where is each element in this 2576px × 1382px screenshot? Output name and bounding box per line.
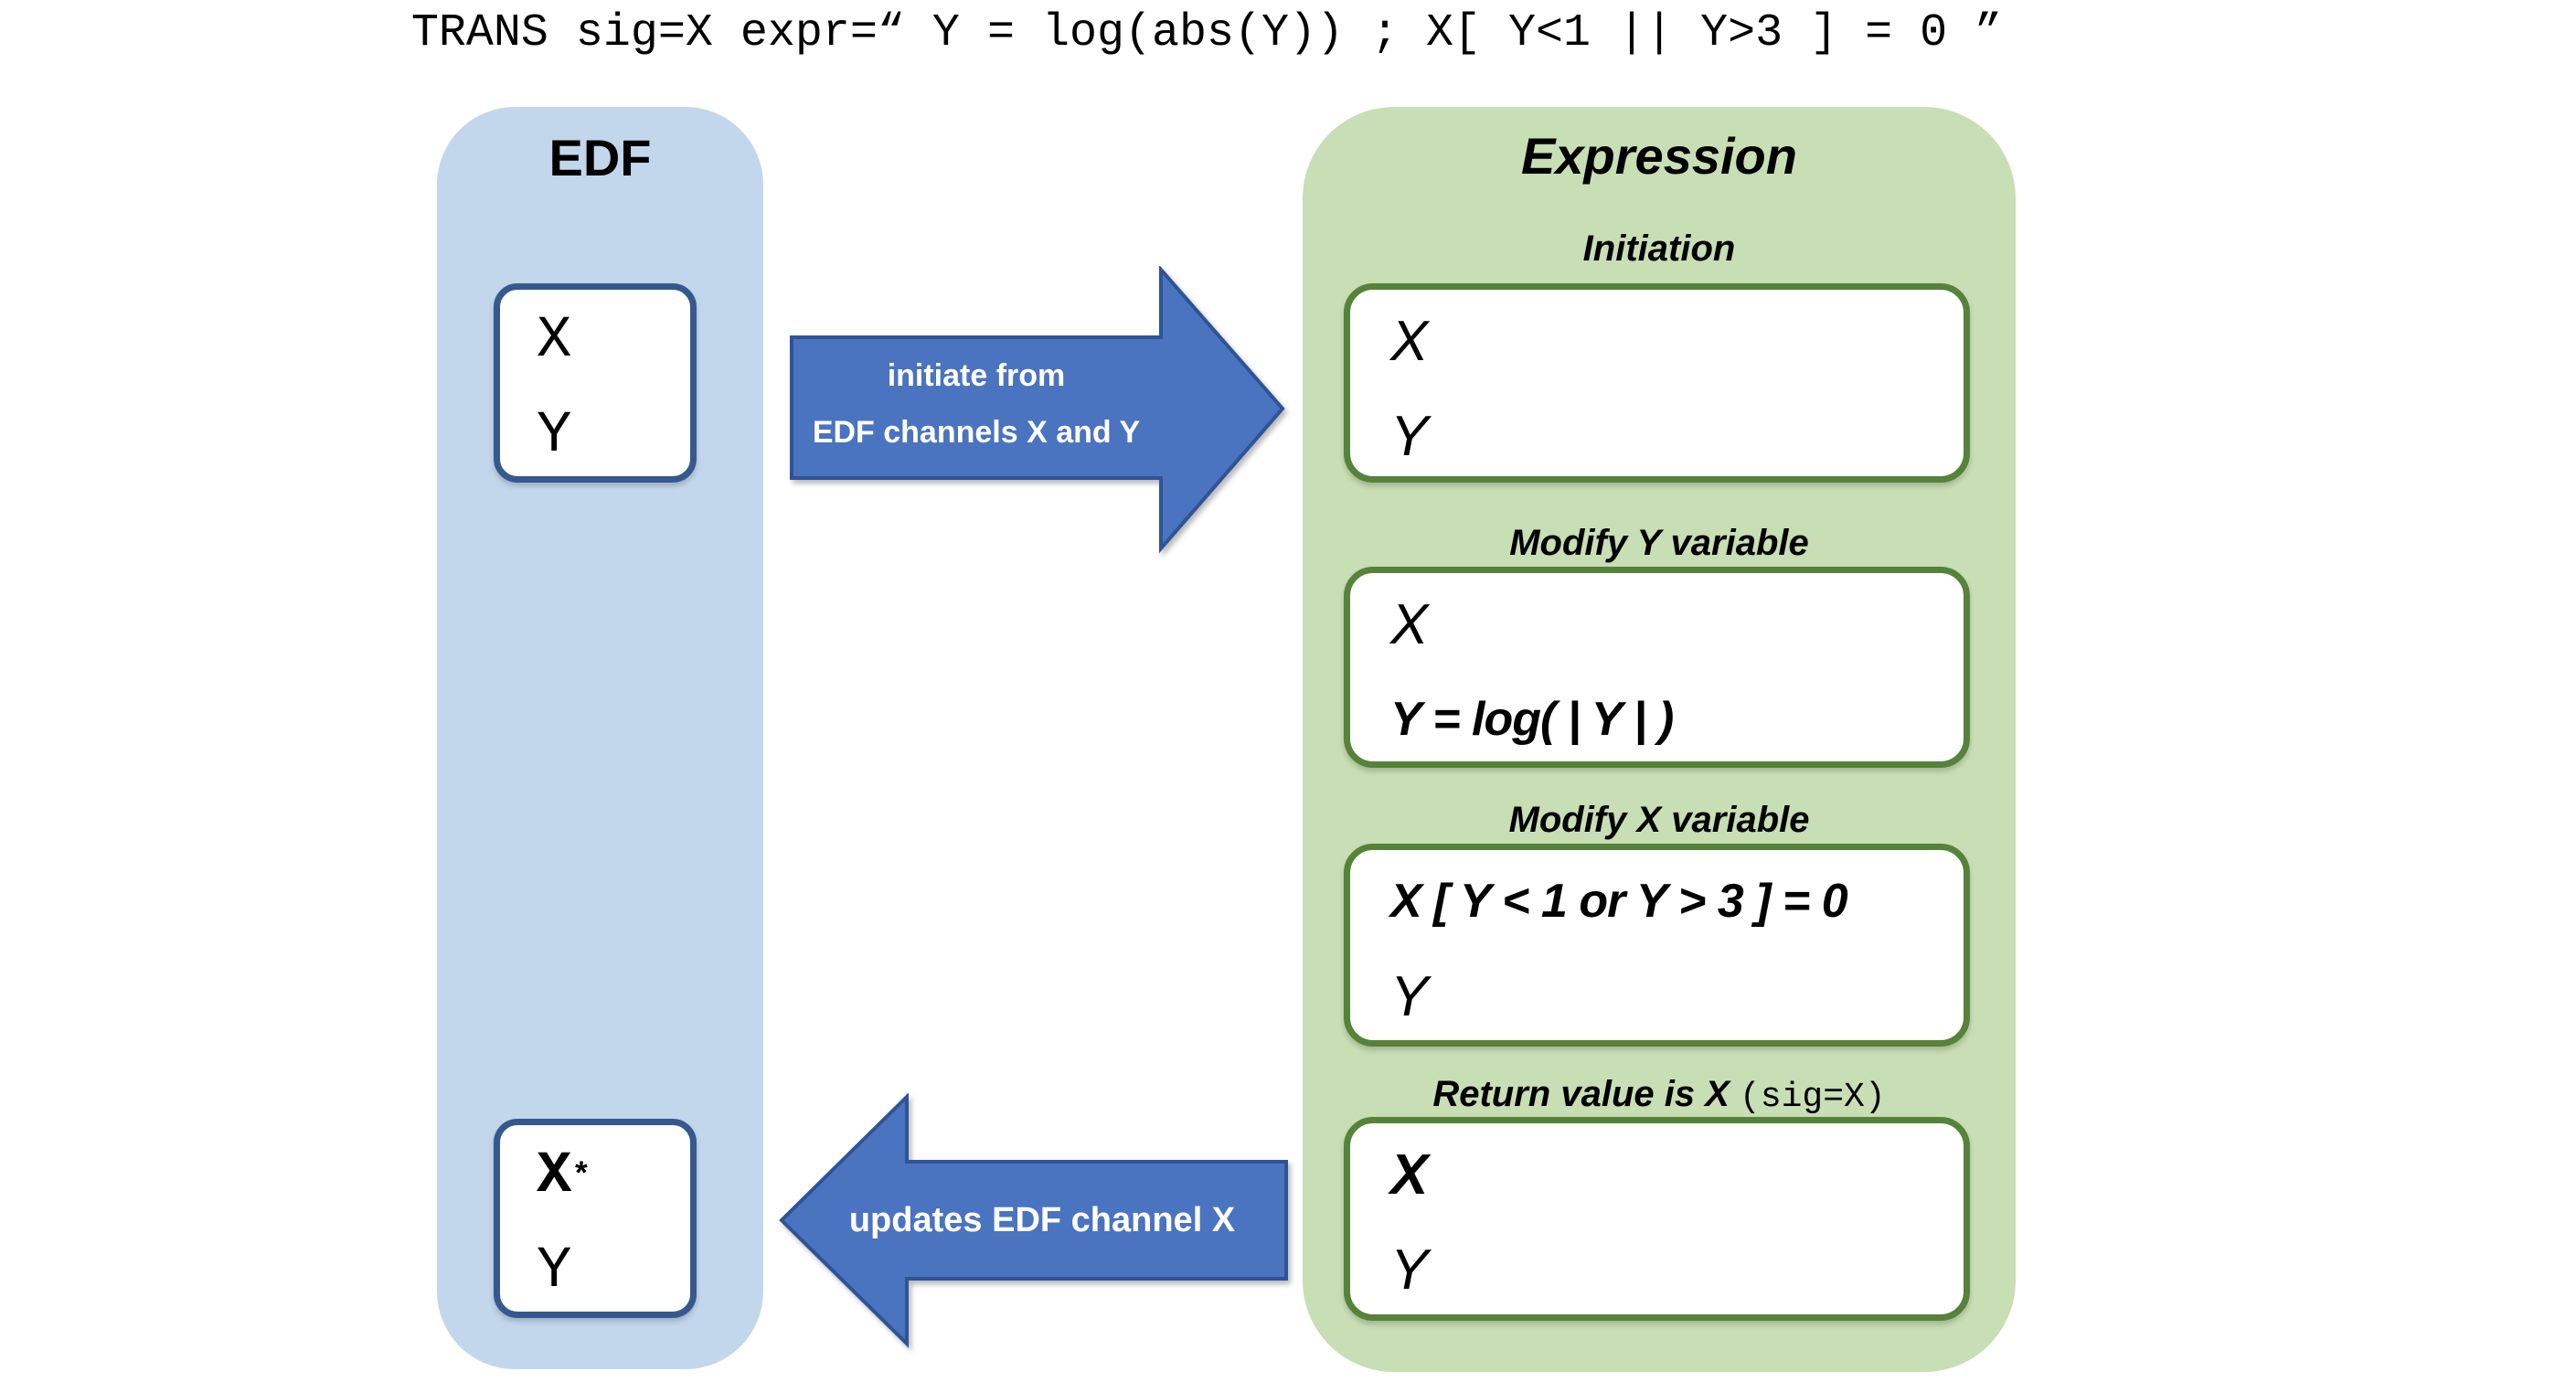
edf-channel-x: X	[537, 308, 572, 374]
edf-updated-channels-box: X* Y	[494, 1119, 697, 1318]
right-arrow-shape	[790, 266, 1285, 554]
expr-var-y: Y	[1390, 964, 1429, 1028]
initiate-arrow-label-line2: EDF channels X and Y	[812, 415, 1141, 450]
expr-var-y: Y	[1390, 1238, 1429, 1302]
edf-panel-title: EDF	[548, 129, 652, 186]
left-arrow-shape	[779, 1093, 1288, 1348]
return-value-label: Return value is X (sig=X)	[1303, 1069, 2016, 1122]
trans-command-text: TRANS sig=X expr=“ Y = log(abs(Y)) ; X[ …	[410, 7, 2003, 59]
expr-var-x: X	[1390, 592, 1429, 656]
expr-var-x-returned: X	[1390, 1143, 1429, 1207]
expression-panel-title: Expression	[1521, 127, 1797, 185]
initiate-arrow-label-line1: initiate from	[887, 358, 1066, 393]
sig-x-code: (sig=X)	[1740, 1078, 1886, 1117]
modify-x-expression: X [ Y < 1 or Y > 3 ] = 0	[1390, 875, 1848, 928]
initiate-arrow-label: initiate from EDF channels X and Y	[790, 347, 1163, 461]
modify-y-box: X Y = log( | Y | )	[1344, 567, 1970, 768]
edf-updated-x-label: X	[537, 1143, 572, 1209]
initiate-arrow	[790, 266, 1285, 554]
expression-panel: Expression Initiation X Y Modify Y varia…	[1303, 107, 2016, 1372]
modify-y-label: Modify Y variable	[1509, 523, 1809, 563]
update-arrow	[779, 1093, 1288, 1348]
modify-y-expression: Y = log( | Y | )	[1390, 693, 1674, 746]
edf-panel: EDF X Y X* Y	[437, 107, 763, 1369]
edf-channel-y-unchanged: Y	[537, 1238, 572, 1304]
initiation-label: Initiation	[1582, 229, 1736, 269]
edf-channel-x-updated: X*	[537, 1143, 591, 1209]
return-value-box: X Y	[1344, 1117, 1970, 1321]
expr-var-x: X	[1390, 309, 1429, 373]
edf-channel-y: Y	[537, 403, 572, 469]
initiation-box: X Y	[1344, 283, 1970, 483]
edf-input-channels-box: X Y	[494, 283, 697, 483]
expr-var-y: Y	[1390, 404, 1429, 468]
modify-x-box: X [ Y < 1 or Y > 3 ] = 0 Y	[1344, 844, 1970, 1047]
update-arrow-label: updates EDF channel X	[848, 1201, 1236, 1239]
modify-x-label: Modify X variable	[1508, 800, 1810, 840]
return-value-text: Return value is X	[1432, 1074, 1740, 1114]
